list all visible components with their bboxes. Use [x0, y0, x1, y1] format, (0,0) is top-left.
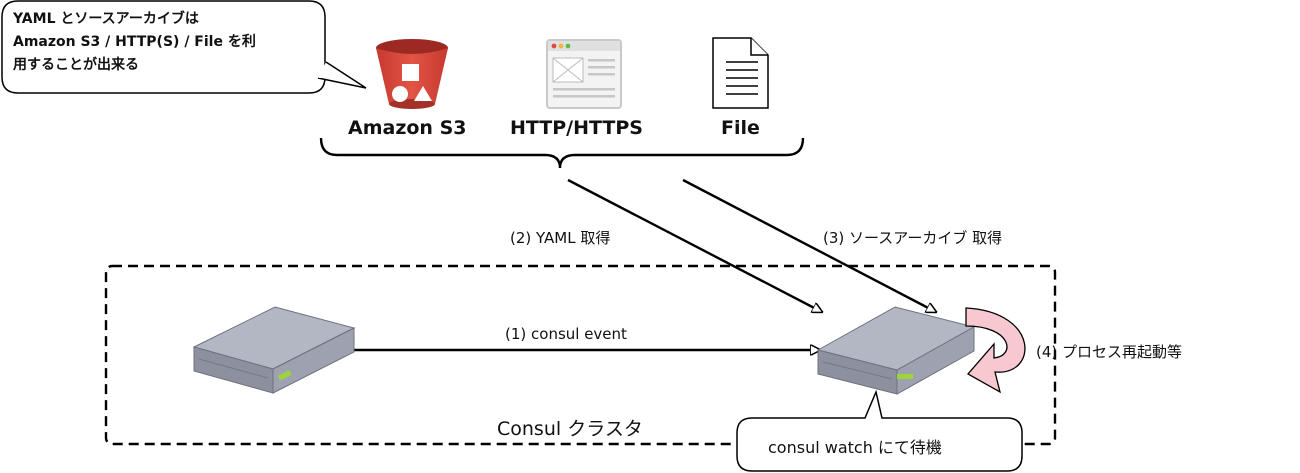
yaml-fetch-label: (2) YAML 取得: [510, 229, 611, 247]
restart-label: (4) プロセス再起動等: [1036, 343, 1183, 361]
target-server-icon: [816, 306, 976, 395]
consul-event-label: (1) consul event: [505, 325, 627, 343]
callout-line-1: YAML とソースアーカイブは: [13, 11, 199, 27]
watch-callout: [736, 389, 1023, 472]
source-server-icon: [192, 306, 356, 394]
amazon-s3-label: Amazon S3: [348, 117, 467, 139]
file-icon: [712, 37, 769, 109]
archive-fetch-arrow: [682, 178, 936, 312]
browser-window-icon: [546, 39, 622, 109]
callout-line-3: 用することが出来る: [13, 57, 139, 73]
restart-curved-arrow: [965, 307, 1026, 394]
sources-brace: [319, 137, 805, 169]
yaml-fetch-arrow: [567, 178, 822, 312]
archive-fetch-label: (3) ソースアーカイブ 取得: [823, 229, 1003, 247]
callout-text: YAML とソースアーカイブは Amazon S3 / HTTP(S) / Fi…: [13, 8, 333, 77]
http-https-label: HTTP/HTTPS: [510, 117, 643, 139]
cluster-label: Consul クラスタ: [497, 418, 643, 440]
watch-label: consul watch にて待機: [768, 438, 942, 457]
file-label: File: [721, 117, 760, 139]
callout-bubble: [1, 0, 367, 94]
callout-line-2: Amazon S3 / HTTP(S) / File を利: [13, 34, 256, 50]
consul-cluster-box: [104, 264, 1057, 446]
amazon-s3-icon: [376, 39, 448, 109]
